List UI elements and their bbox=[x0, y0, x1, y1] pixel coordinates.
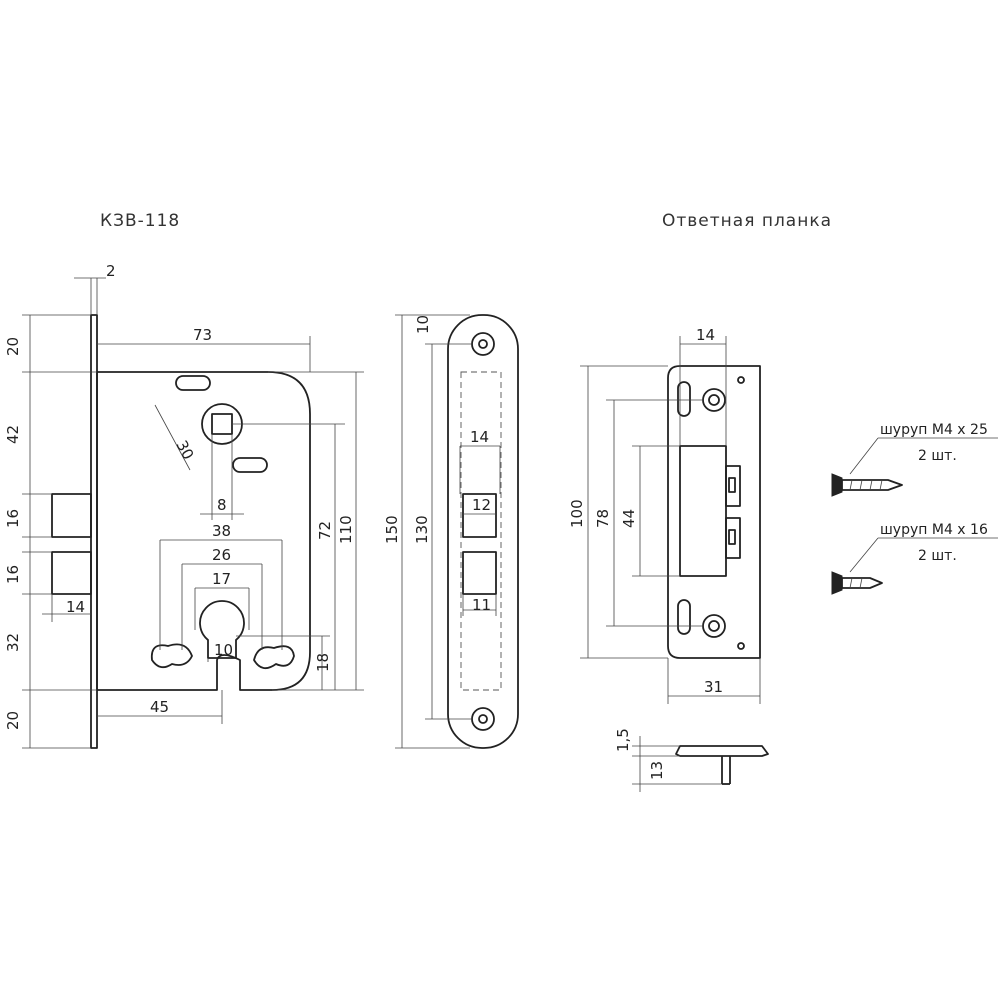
screw-long: шуруп М4 х 25 2 шт. bbox=[831, 422, 998, 497]
dim-strike-31: 31 bbox=[704, 678, 723, 696]
dim-strike-1-5: 1,5 bbox=[614, 728, 632, 752]
strike-latch-tab bbox=[725, 465, 741, 507]
dim-strike-14: 14 bbox=[696, 326, 715, 344]
strike-screw-hole-top-inner bbox=[708, 394, 720, 406]
faceplate-screw-hole-top bbox=[471, 332, 495, 356]
strike-small-hole-bottom bbox=[737, 642, 745, 650]
faceplate-latch-opening bbox=[462, 493, 497, 538]
dim-26: 26 bbox=[212, 546, 231, 564]
screw-short-head bbox=[831, 571, 843, 595]
strike-opening bbox=[679, 445, 727, 577]
faceplate-dimension-lines bbox=[395, 314, 501, 749]
dim-faceplate-10: 10 bbox=[414, 315, 432, 334]
strike-plate-outline bbox=[667, 365, 761, 659]
dim-38: 38 bbox=[212, 522, 231, 540]
dim-32: 32 bbox=[4, 633, 22, 652]
strike-tab-slot-b bbox=[728, 529, 736, 545]
dim-8: 8 bbox=[217, 496, 227, 514]
strike-screw-hole-bottom bbox=[702, 614, 726, 638]
dim-faceplate-thickness: 2 bbox=[106, 262, 116, 280]
mounting-slot-middle bbox=[232, 457, 268, 473]
dim-20-top: 20 bbox=[4, 337, 22, 356]
strike-screw-hole-bottom-inner bbox=[708, 620, 720, 632]
screw-short-qty: 2 шт. bbox=[918, 548, 957, 564]
dim-42: 42 bbox=[4, 425, 22, 444]
mounting-slot-top bbox=[175, 375, 211, 391]
screw-short-shank bbox=[841, 577, 883, 589]
screw-short-spec: шуруп М4 х 16 bbox=[880, 522, 988, 538]
dead-bolt bbox=[51, 551, 92, 595]
mounting-hole-left bbox=[150, 643, 193, 669]
dim-strike-44: 44 bbox=[620, 509, 638, 528]
dim-faceplate-150: 150 bbox=[383, 515, 401, 544]
latch-bolt bbox=[51, 493, 92, 538]
dim-17: 17 bbox=[212, 570, 231, 588]
lock-dimension-lines bbox=[22, 277, 364, 749]
mounting-hole-right bbox=[253, 645, 295, 670]
strike-slot-top bbox=[677, 381, 691, 417]
screw-long-head bbox=[831, 473, 843, 497]
screw-short: шуруп М4 х 16 2 шт. bbox=[831, 522, 998, 595]
dim-strike-13: 13 bbox=[648, 761, 666, 780]
strike-plate-side-view: 1,5 13 bbox=[614, 728, 769, 792]
dim-110: 110 bbox=[337, 515, 355, 544]
strike-plate-title: Ответная планка bbox=[662, 211, 832, 231]
strike-tab-slot-a bbox=[728, 477, 736, 493]
faceplate-front-view bbox=[447, 314, 519, 749]
strike-dimension-labels: 14 100 78 44 31 bbox=[568, 326, 723, 696]
strike-dimension-lines bbox=[580, 336, 761, 704]
dim-strike-78: 78 bbox=[594, 509, 612, 528]
dim-10: 10 bbox=[214, 641, 233, 659]
dim-16-latch: 16 bbox=[4, 509, 22, 528]
lock-dimension-labels: 2 73 20 42 16 16 32 20 14 30 8 38 26 17 … bbox=[4, 262, 355, 730]
dim-30: 30 bbox=[172, 437, 197, 462]
faceplate-deadbolt-opening bbox=[462, 551, 497, 595]
faceplate-hidden-body bbox=[460, 371, 502, 691]
strike-screw-hole-top bbox=[702, 388, 726, 412]
strike-side-profile bbox=[675, 745, 769, 757]
strike-small-hole-top bbox=[737, 376, 745, 384]
lock-model-title: КЗВ-118 bbox=[100, 211, 180, 231]
lock-body-view bbox=[51, 314, 311, 749]
dim-16-deadbolt: 16 bbox=[4, 565, 22, 584]
dim-73: 73 bbox=[193, 326, 212, 344]
dim-strike-100: 100 bbox=[568, 499, 586, 528]
dim-faceplate-130: 130 bbox=[413, 515, 431, 544]
faceplate-screw-hole-top-inner bbox=[478, 339, 488, 349]
spindle-square-hole bbox=[211, 413, 233, 435]
faceplate-screw-hole-bottom-inner bbox=[478, 714, 488, 724]
lock-body-outline bbox=[96, 371, 311, 691]
dim-faceplate-11: 11 bbox=[472, 596, 491, 614]
dim-72: 72 bbox=[316, 521, 334, 540]
faceplate-screw-hole-bottom bbox=[471, 707, 495, 731]
screw-long-shank bbox=[841, 479, 903, 491]
strike-deadbolt-tab bbox=[725, 517, 741, 559]
dim-14-bolt: 14 bbox=[66, 598, 85, 616]
screw-long-qty: 2 шт. bbox=[918, 448, 957, 464]
dim-20-bottom: 20 bbox=[4, 711, 22, 730]
strike-plate-view bbox=[667, 365, 761, 659]
screw-long-spec: шуруп М4 х 25 bbox=[880, 422, 988, 438]
faceplate-dimension-labels: 10 14 12 11 130 150 bbox=[383, 315, 491, 614]
dim-faceplate-14: 14 bbox=[470, 428, 489, 446]
dim-18: 18 bbox=[314, 653, 332, 672]
strike-slot-bottom bbox=[677, 599, 691, 635]
dim-faceplate-12: 12 bbox=[472, 496, 491, 514]
dim-45: 45 bbox=[150, 698, 169, 716]
faceplate-outline bbox=[447, 314, 519, 749]
